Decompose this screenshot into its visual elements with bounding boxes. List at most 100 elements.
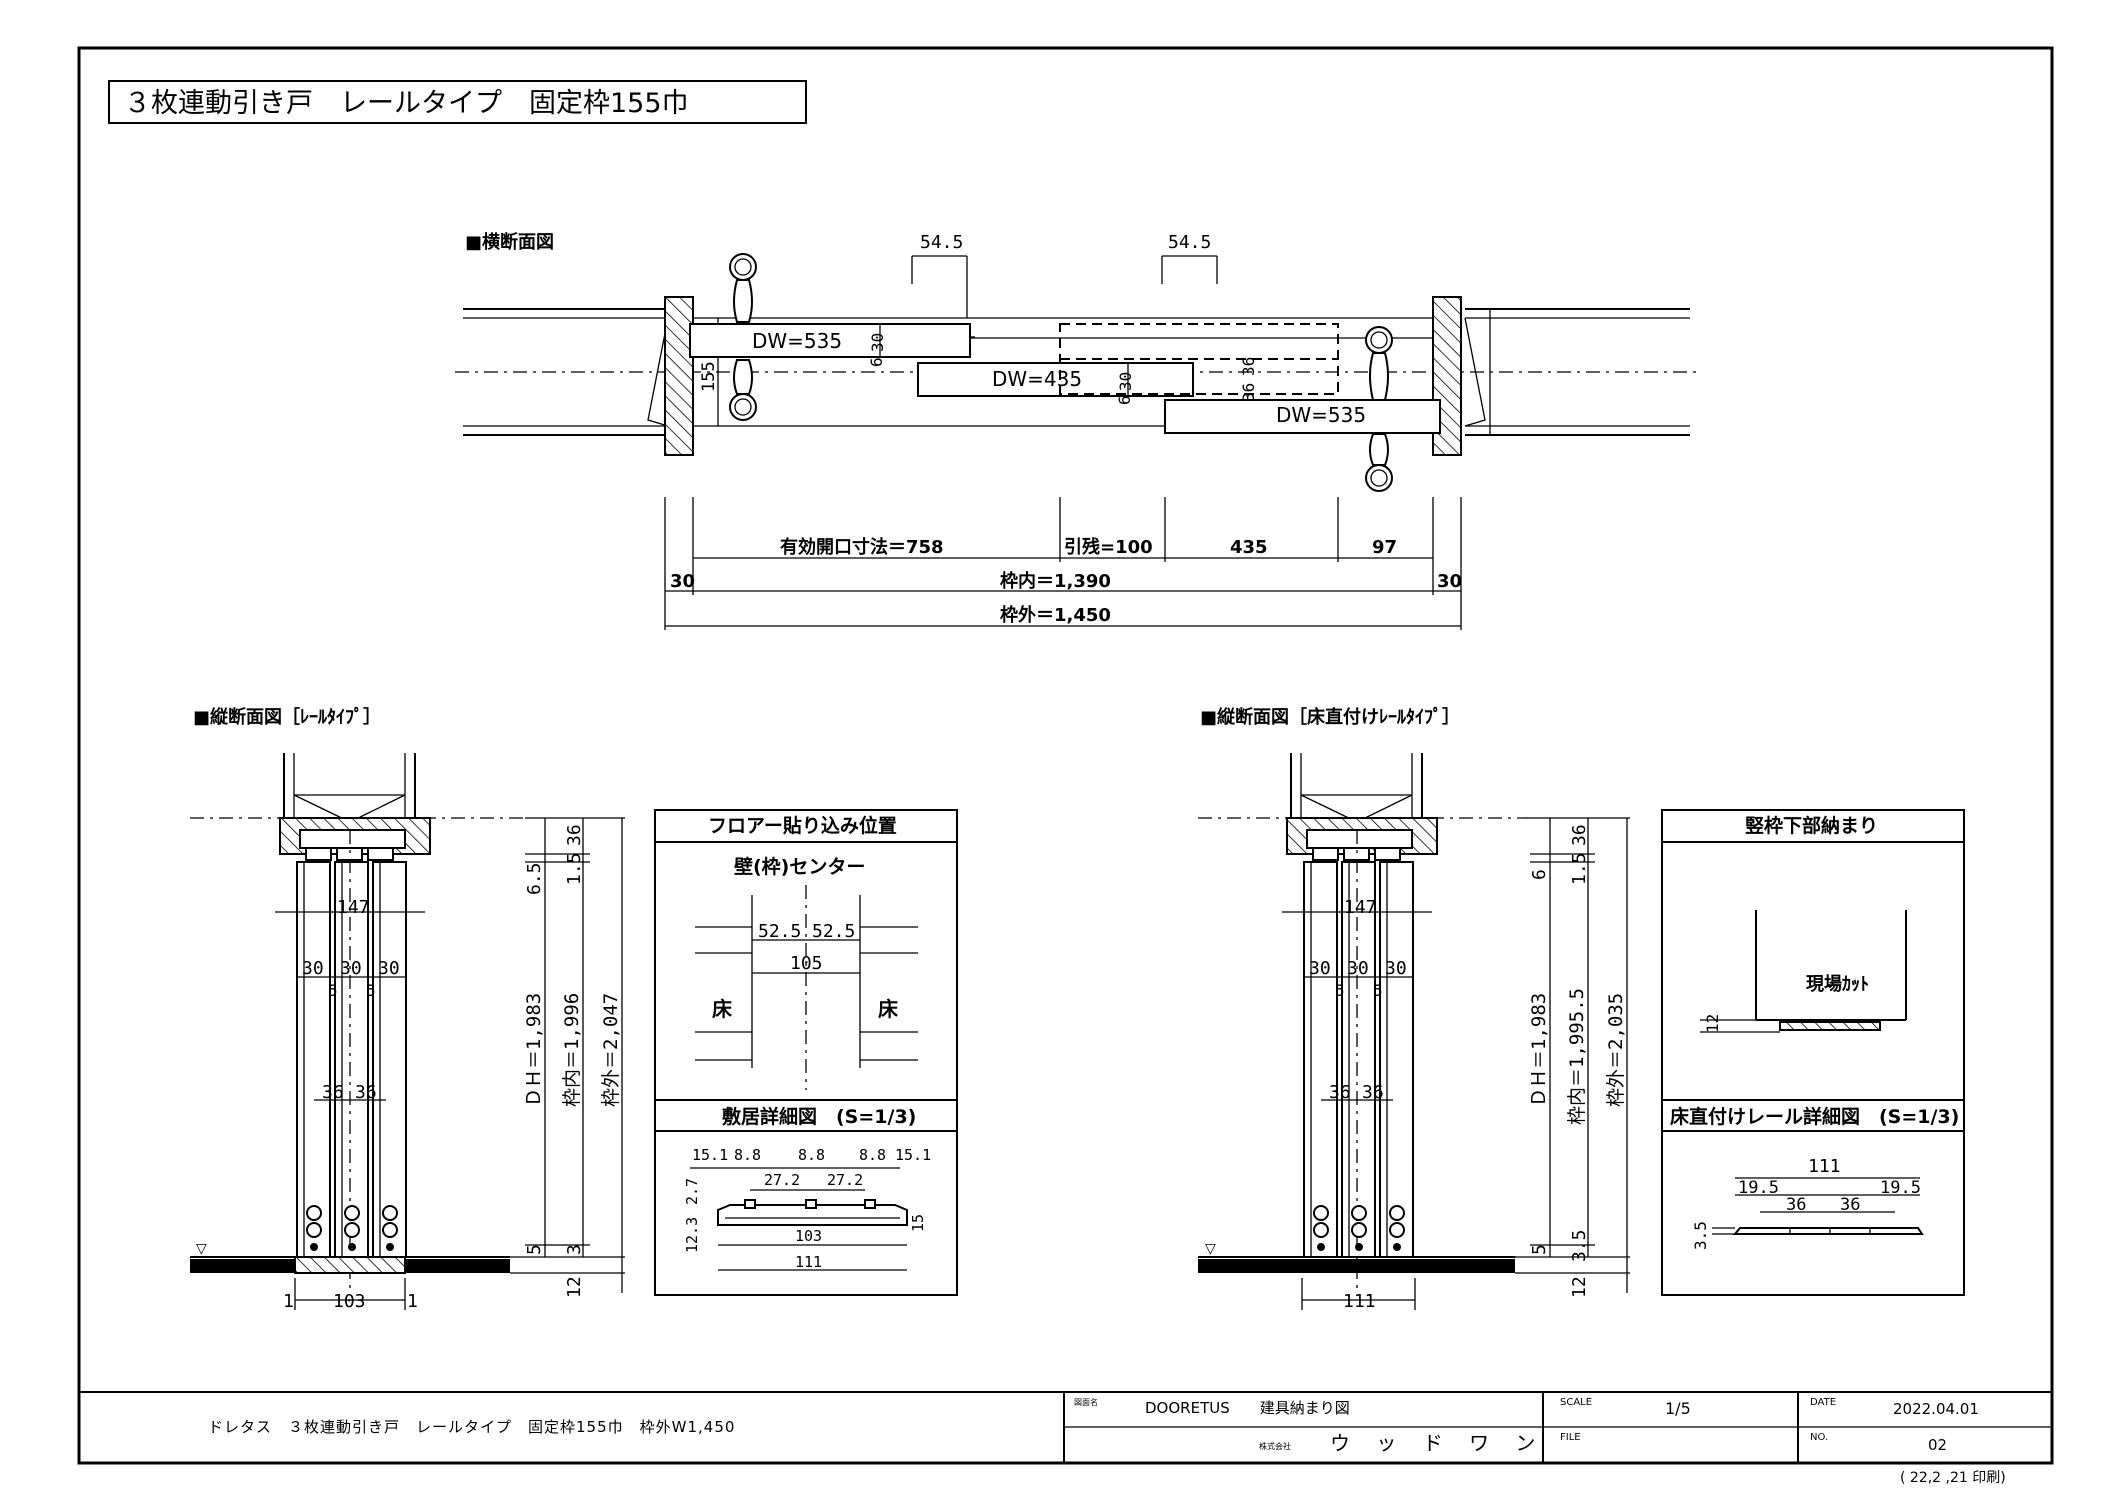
- date-value: 2022.04.01: [1893, 1400, 1979, 1418]
- floor-label-right: 床: [878, 997, 899, 1021]
- dim-r-30a: 30: [1309, 958, 1331, 979]
- dim-27-2a: 27.2: [764, 1171, 800, 1189]
- dim-inner-height: 枠内＝1,996: [561, 993, 583, 1107]
- floor-box-header: フロアー貼り込み位置: [708, 814, 897, 837]
- dim-12-bottom: 12: [564, 1276, 585, 1298]
- footer-description: ドレタス ３枚連動引き戸 レールタイプ 固定枠155巾 枠外W1,450: [208, 1418, 735, 1436]
- dim-36b: 36: [355, 1082, 377, 1103]
- dim-105: 105: [790, 953, 823, 974]
- dim-30a: 30: [302, 958, 324, 979]
- floor-box-subtitle: 壁(枠)センター: [734, 855, 865, 878]
- dim-147: 147: [337, 897, 370, 918]
- roller-group-right: [1313, 1205, 1405, 1251]
- dim-effective-opening: 有効開口寸法＝758: [780, 536, 944, 558]
- date-label: DATE: [1810, 1397, 1836, 1408]
- panel-3-label: DW=535: [1276, 403, 1366, 427]
- dim-t30a: 30: [868, 333, 887, 352]
- handle-right: [1365, 326, 1393, 492]
- print-stamp: ( 22,2 ,21 印刷): [1900, 1470, 2006, 1486]
- dim-dh: ＤＨ＝1,983: [523, 993, 545, 1107]
- dim-30c: 30: [378, 958, 400, 979]
- door-leaf-r1: [1303, 861, 1338, 1258]
- left-jamb: [664, 296, 694, 456]
- dim-r-3-5-bottom: 3.5: [1569, 1229, 1590, 1262]
- panel-2: [917, 362, 1194, 397]
- dim-r-147: 147: [1344, 897, 1377, 918]
- dim-27-2b: 27.2: [827, 1171, 863, 1189]
- dim-36a: 36: [322, 1082, 344, 1103]
- company-label: 株式会社: [1259, 1441, 1291, 1451]
- door-leaf-2: [334, 861, 369, 1258]
- floor-label-left: 床: [712, 997, 733, 1021]
- dim-rail-36b: 36: [1840, 1195, 1860, 1215]
- dim-rail-19-5a: 19.5: [1738, 1178, 1779, 1198]
- dim-435: 435: [1230, 537, 1268, 558]
- dim-5-bottom: 5: [524, 1244, 545, 1255]
- dim-3-bottom: 3: [564, 1244, 585, 1255]
- dim-t36a: 36: [1239, 357, 1258, 376]
- dim-r-5a: 5: [1335, 981, 1345, 1000]
- footer-title-block: ドレタス ３枚連動引き戸 レールタイプ 固定枠155巾 枠外W1,450 図面名…: [79, 1391, 2052, 1486]
- dim-t30b: 30: [1116, 372, 1135, 391]
- no-label: NO.: [1810, 1432, 1828, 1443]
- jamb-detail-box: 竪枠下部納まり 12 現場ｶｯﾄ 床直付けレール詳細図 (S=1/3) 111 …: [1661, 809, 1965, 1296]
- dim-t36b: 36: [1239, 383, 1258, 402]
- dim-inner-width: 枠内＝1,390: [1000, 570, 1111, 592]
- floor-detail-box: フロアー貼り込み位置 壁(枠)センター 52.5 52.5 105 床 床 敷居…: [654, 809, 958, 1296]
- panel-1: [689, 323, 971, 358]
- dim-rail-19-5b: 19.5: [1880, 1178, 1921, 1198]
- title-block: ３枚連動引き戸 レールタイプ 固定枠155巾: [108, 80, 807, 124]
- dim-rail-3-5: 3.5: [1691, 1221, 1710, 1250]
- dim-outer-height: 枠外＝2,047: [600, 993, 622, 1107]
- dim-r-30b: 30: [1347, 958, 1369, 979]
- dim-r-inner-height: 枠内＝1,995.5: [1566, 988, 1588, 1125]
- dim-r-5b: 5: [1373, 981, 1383, 1000]
- dim-6-5-top: 6.5: [524, 862, 545, 895]
- dim-frame-depth: 155: [699, 361, 719, 392]
- door-leaf-1: [296, 861, 331, 1258]
- dim-8-8a: 8.8: [734, 1146, 761, 1164]
- dim-15-1a: 15.1: [692, 1146, 728, 1164]
- dim-5b: 5: [366, 981, 376, 1000]
- dim-base-1b: 1: [407, 1291, 418, 1312]
- handle-left: [729, 253, 757, 421]
- dim-2-7: 2.7: [683, 1178, 701, 1205]
- dim-97: 97: [1372, 537, 1397, 558]
- roller-group: [306, 1205, 398, 1251]
- dim-base-103: 103: [333, 1291, 366, 1312]
- dim-15-1b: 15.1: [895, 1146, 931, 1164]
- dim-base-1a: 1: [283, 1291, 294, 1312]
- dim-t6a: 6: [867, 357, 886, 367]
- dim-r-outer-height: 枠外＝2,035: [1605, 993, 1627, 1107]
- dim-52-5b: 52.5: [812, 921, 855, 942]
- dim-r-12-bottom: 12: [1569, 1276, 1590, 1298]
- dim-jamb-12: 12: [1703, 1014, 1722, 1033]
- scale-value: 1/5: [1665, 1399, 1691, 1418]
- scale-label: SCALE: [1560, 1397, 1592, 1408]
- sill-detail-header: 敷居詳細図 (S=1/3): [722, 1105, 916, 1128]
- dim-12-3: 12.3: [683, 1217, 701, 1253]
- dim-5a: 5: [328, 981, 338, 1000]
- dim-52-5a: 52.5: [758, 921, 801, 942]
- section-right-heading: ■縦断面図［床直付けﾚｰﾙﾀｲﾌﾟ］: [1200, 706, 1460, 728]
- dim-r-36-top: 36: [1569, 824, 1590, 846]
- dim-r-1-5-top: 1.5: [1569, 852, 1590, 885]
- dim-8-8b: 8.8: [798, 1146, 825, 1164]
- dim-r-dh: ＤＨ＝1,983: [1528, 993, 1550, 1107]
- drawing-name: DOORETUS 建具納まり図: [1145, 1399, 1350, 1417]
- rail-detail-header: 床直付けレール詳細図 (S=1/3): [1670, 1105, 1959, 1128]
- dim-1-5-top: 1.5: [564, 852, 585, 885]
- panel-2-label: DW=435: [992, 367, 1082, 391]
- drawing-name-label: 図面名: [1074, 1397, 1098, 1407]
- section-rail-type: ■縦断面図［ﾚｰﾙﾀｲﾌﾟ］ 147 30 30 30 5 5: [190, 706, 625, 1312]
- dim-rail-111: 111: [1808, 1156, 1841, 1177]
- svg-text:▽: ▽: [196, 1241, 207, 1257]
- dim-gap-right: 54.5: [1168, 232, 1211, 253]
- dim-side-right: 30: [1437, 571, 1462, 592]
- plan-dimensions: 有効開口寸法＝758 引残=100 435 97 30 枠内＝1,390 30 …: [664, 497, 1462, 630]
- dim-outer-width: 枠外＝1,450: [1000, 604, 1111, 626]
- door-leaf-r2: [1341, 861, 1376, 1258]
- plan-heading: ■横断面図: [465, 231, 554, 253]
- page-title: ３枚連動引き戸 レールタイプ 固定枠155巾: [124, 88, 689, 119]
